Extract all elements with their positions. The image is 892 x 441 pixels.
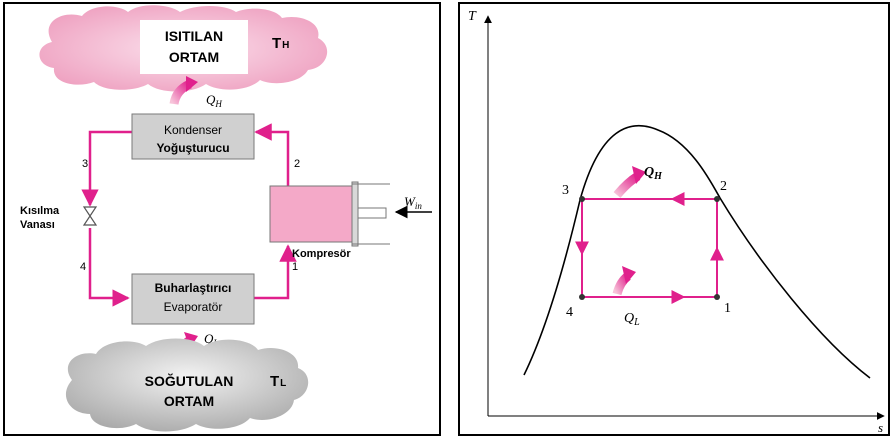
line-valve-to-evaporator [88,228,130,307]
state-point-2 [714,196,720,202]
heat-out-arrowhead [186,76,198,92]
valve-label-1: Kısılma [20,205,60,217]
hot-space-line1: ISITILAN [165,28,223,44]
hot-space-line2: ORTAM [169,49,219,65]
heat-in-arrowhead [184,332,198,348]
compressor: Kompresör [269,181,390,260]
left-panel: ISITILAN ORTAM TH QH 3 2 4 1 Kondenser Y… [3,2,441,436]
cold-space-cloud: SOĞUTULAN ORTAM TL [65,338,309,432]
condenser-label-2: Yoğuşturucu [156,141,229,155]
right-panel: T s 1 2 3 4 QH QL [458,2,890,436]
right-panel-frame [458,2,890,436]
state-point-4 [579,294,585,300]
cold-space-line2: ORTAM [164,393,214,409]
ts-state-label-2: 2 [720,179,727,194]
state-label-4: 4 [80,261,86,273]
hot-space-cloud: ISITILAN ORTAM TH [39,5,328,92]
condenser-label-1: Kondenser [164,123,222,137]
compressor-label: Kompresör [292,248,351,260]
valve-label-2: Vanası [20,219,55,231]
state-point-3 [579,196,585,202]
ts-heat-in-arrowhead [622,266,636,284]
cold-temp-label: TL [270,373,286,390]
cycle-path [575,192,724,304]
state-point-1 [714,294,720,300]
ts-heat-out-label: QH [644,165,663,182]
cold-cloud-shape [65,338,309,432]
condenser-box [131,113,255,160]
state-label-2: 2 [294,158,300,170]
hot-temp-label: TH [272,35,289,52]
compressor-cylinder [269,185,353,243]
cold-space-line1: SOĞUTULAN [145,372,234,389]
x-axis-label: s [878,420,883,435]
evaporator-label-1: Buharlaştırıcı [155,281,232,295]
compressor-rod [357,207,387,219]
line-condenser-to-valve [81,130,132,207]
refrigerant-loop [81,123,297,307]
compressor-housing [352,183,390,245]
hot-space-box [140,20,248,74]
state-label-1: 1 [292,261,298,273]
y-axis-label: T [468,9,477,24]
evaporator-box [131,273,255,325]
saturation-dome [523,124,871,379]
evaporator: Buharlaştırıcı Evaporatör [131,273,255,325]
expansion-valve: Kısılma Vanası [20,205,98,231]
ts-heat-in-label: QL [624,311,640,328]
heat-out-label: QH [206,92,222,109]
ts-state-label-1: 1 [724,301,731,316]
valve-icon [82,206,98,226]
ts-state-label-3: 3 [562,183,569,198]
ts-state-label-4: 4 [566,305,573,320]
condenser: Kondenser Yoğuşturucu [131,113,255,160]
line-evaporator-to-compressor [250,244,297,300]
compressor-piston [351,181,359,247]
work-in-label: Win [404,194,422,211]
ts-heat-out-arrowhead [632,166,646,184]
evaporator-label-2: Evaporatör [164,300,223,314]
state-label-3: 3 [82,158,88,170]
line-compressor-to-condenser [254,123,290,186]
